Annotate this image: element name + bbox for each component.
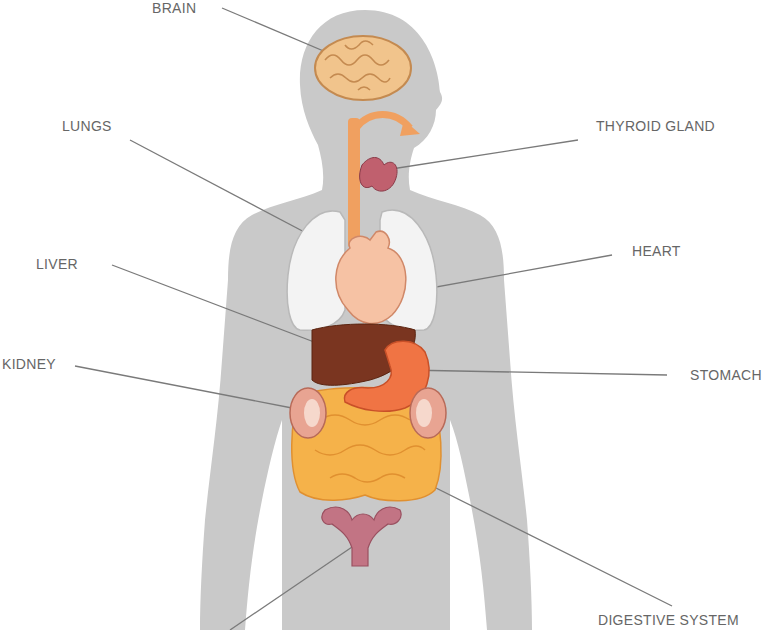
leader-lines [75,8,672,630]
airway-arrow [356,115,410,129]
airway-arrowhead [400,120,420,136]
organ-label: LUNGS [62,118,112,134]
organ-label: KIDNEY [2,356,56,372]
kidneys [290,388,446,438]
heart [336,231,406,323]
lungs [287,210,437,330]
organ-label: STOMACH [690,367,762,383]
body-silhouette [200,10,532,630]
trachea [348,118,360,248]
uterus [322,507,401,566]
organ-label: THYROID GLAND [596,118,715,134]
organ-label: DIGESTIVE SYSTEM [598,612,739,628]
thyroid-gland [360,158,397,192]
brain [315,36,411,100]
organ-label: HEART [632,243,681,259]
organ-label: BRAIN [152,0,196,16]
organ-label: LIVER [36,256,78,272]
